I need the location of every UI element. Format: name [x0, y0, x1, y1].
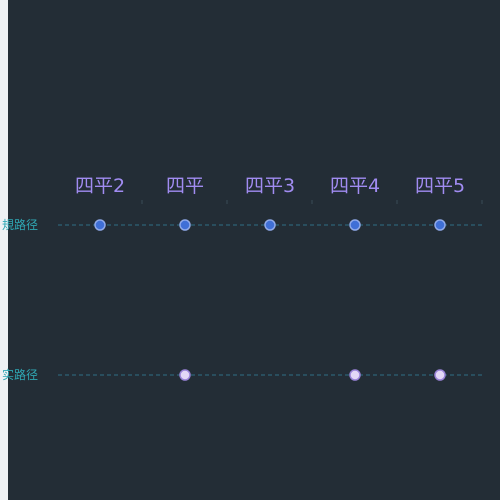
- category-label: 四平: [166, 175, 204, 197]
- data-point[interactable]: [434, 369, 446, 381]
- category-label: 四平5: [415, 175, 465, 197]
- data-point[interactable]: [349, 219, 361, 231]
- data-point[interactable]: [179, 369, 191, 381]
- row-label: 实路径: [2, 367, 38, 382]
- data-point[interactable]: [264, 219, 276, 231]
- data-point[interactable]: [94, 219, 106, 231]
- category-label: 四平3: [245, 175, 295, 197]
- data-point[interactable]: [434, 219, 446, 231]
- data-point[interactable]: [179, 219, 191, 231]
- data-point[interactable]: [349, 369, 361, 381]
- category-label: 四平4: [330, 175, 380, 197]
- category-label: 四平2: [75, 175, 125, 197]
- left-edge-strip: [0, 0, 8, 500]
- row-label: 規路径: [2, 217, 38, 232]
